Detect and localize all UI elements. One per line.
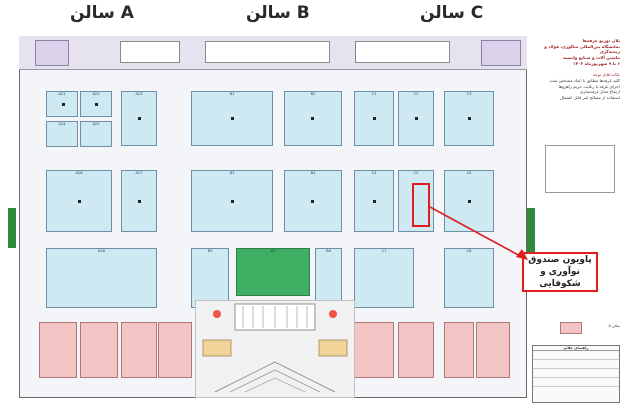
column-dot [468, 200, 471, 203]
exit-marker-left [8, 208, 16, 248]
column-dot [415, 117, 418, 120]
booth-label: B5 [207, 249, 213, 253]
column-dot [373, 200, 376, 203]
symbols-box [545, 145, 615, 193]
legend-table: راهنمای علائم [532, 345, 620, 403]
info-panel: پلان توزیع غرفه‌ها نمایشگاه بین‌المللی م… [530, 38, 620, 158]
pavilion-callout[interactable]: پاویون صندوق نوآوری و شکوفایی [522, 252, 598, 292]
hall-c-title: سالن C [420, 3, 484, 23]
booth-label: A27 [135, 171, 143, 175]
booth-label: B1 [229, 92, 235, 96]
booth-feature-green[interactable]: B9 [236, 248, 310, 296]
legend-row [533, 351, 619, 360]
booth-label: C8 [466, 249, 472, 253]
exit-marker-right [527, 208, 535, 252]
booth[interactable]: B6 [315, 248, 342, 308]
booth-label: C2 [413, 92, 419, 96]
panel-title-line: نمایشگاه بین‌المللی متالوژی، فولاد و ریخ… [544, 43, 620, 55]
service-block-b [205, 41, 330, 63]
booth[interactable]: A27 [121, 170, 157, 232]
booth[interactable]: A25 [80, 121, 112, 147]
booth-pink[interactable] [444, 322, 474, 378]
legend-table-title: راهنمای علائم [533, 346, 619, 351]
booth-label: C3 [466, 92, 472, 96]
legend-label: سالن A [608, 324, 620, 328]
booth-label: A26 [75, 171, 83, 175]
booth-pink[interactable] [121, 322, 157, 378]
booth-label: C5 [413, 171, 419, 175]
booth[interactable]: C7 [354, 248, 414, 308]
booth-pink[interactable] [354, 322, 394, 378]
highlighted-pavilion-booth[interactable] [412, 183, 430, 227]
booth-pink[interactable] [158, 322, 192, 378]
booth-label: B4 [310, 171, 316, 175]
booth[interactable]: C8 [444, 248, 494, 308]
booth[interactable]: B5 [191, 248, 229, 308]
panel-title-line: پلان توزیع غرفه‌ها [582, 38, 620, 43]
column-dot [138, 117, 141, 120]
panel-title-line: ماشین آلات و صنایع وابسته [563, 55, 620, 61]
column-dot [95, 103, 98, 106]
booth-label: C1 [371, 92, 377, 96]
booth-label: A28 [97, 249, 106, 253]
booth-label: B6 [326, 249, 331, 253]
hall-b-title: سالن B [246, 3, 310, 23]
booth-label: C7 [381, 249, 387, 253]
booth[interactable]: A24 [46, 121, 78, 147]
service-block-c [355, 41, 450, 63]
legend-swatch [560, 322, 582, 334]
legend-row [533, 369, 619, 378]
booth-label: A25 [92, 122, 100, 126]
callout-line: نوآوری و شکوفایی [539, 266, 581, 290]
service-block-a [120, 41, 180, 63]
entrance-lobby-drawing [195, 300, 355, 398]
notes-title: نکات قابل توجه [592, 72, 620, 78]
note-line: کلیه غرفه‌ها مطابق با ابعاد مشخص شده [549, 78, 620, 84]
booth-pink[interactable] [80, 322, 118, 378]
booth[interactable]: C2 [398, 91, 434, 146]
hall-a-title: سالن A [70, 3, 134, 23]
booth[interactable]: A28 [46, 248, 157, 308]
booth-label: A22 [92, 92, 100, 96]
booth-label: A24 [58, 122, 66, 126]
service-room-right [481, 40, 521, 66]
column-dot [373, 117, 376, 120]
booth-label: B2 [310, 92, 316, 96]
column-dot [231, 117, 234, 120]
note-line: اجرای غرفه با رعایت حریم راهروها [558, 83, 620, 89]
note-line: ارتفاع مجاز غرفه‌سازی [580, 89, 620, 95]
booth-pink[interactable] [476, 322, 510, 378]
booth-pink[interactable] [398, 322, 434, 378]
booth-label: A23 [135, 92, 143, 96]
legend-row [533, 378, 619, 387]
legend-row [533, 360, 619, 369]
callout-line: پاویون صندوق [528, 254, 592, 265]
booth[interactable]: A23 [121, 91, 157, 146]
column-dot [311, 200, 314, 203]
booth-label: A21 [58, 92, 66, 96]
service-room-left [35, 40, 69, 66]
callout-arrow [429, 206, 528, 260]
booth-label: C6 [466, 171, 472, 175]
panel-title-line: ۶ تا ۹ شهریورماه ۱۴۰۳ [572, 60, 620, 66]
column-dot [138, 200, 141, 203]
column-dot [62, 103, 65, 106]
column-dot [468, 117, 471, 120]
booth-label: B3 [229, 171, 235, 175]
booth-label: B9 [270, 249, 276, 253]
column-dot [231, 200, 234, 203]
column-dot [311, 117, 314, 120]
booth-pink[interactable] [39, 322, 77, 378]
booth-label: C4 [371, 171, 377, 175]
column-dot [78, 200, 81, 203]
note-line: استفاده از مصالح غیر قابل اشتعال [559, 95, 620, 101]
